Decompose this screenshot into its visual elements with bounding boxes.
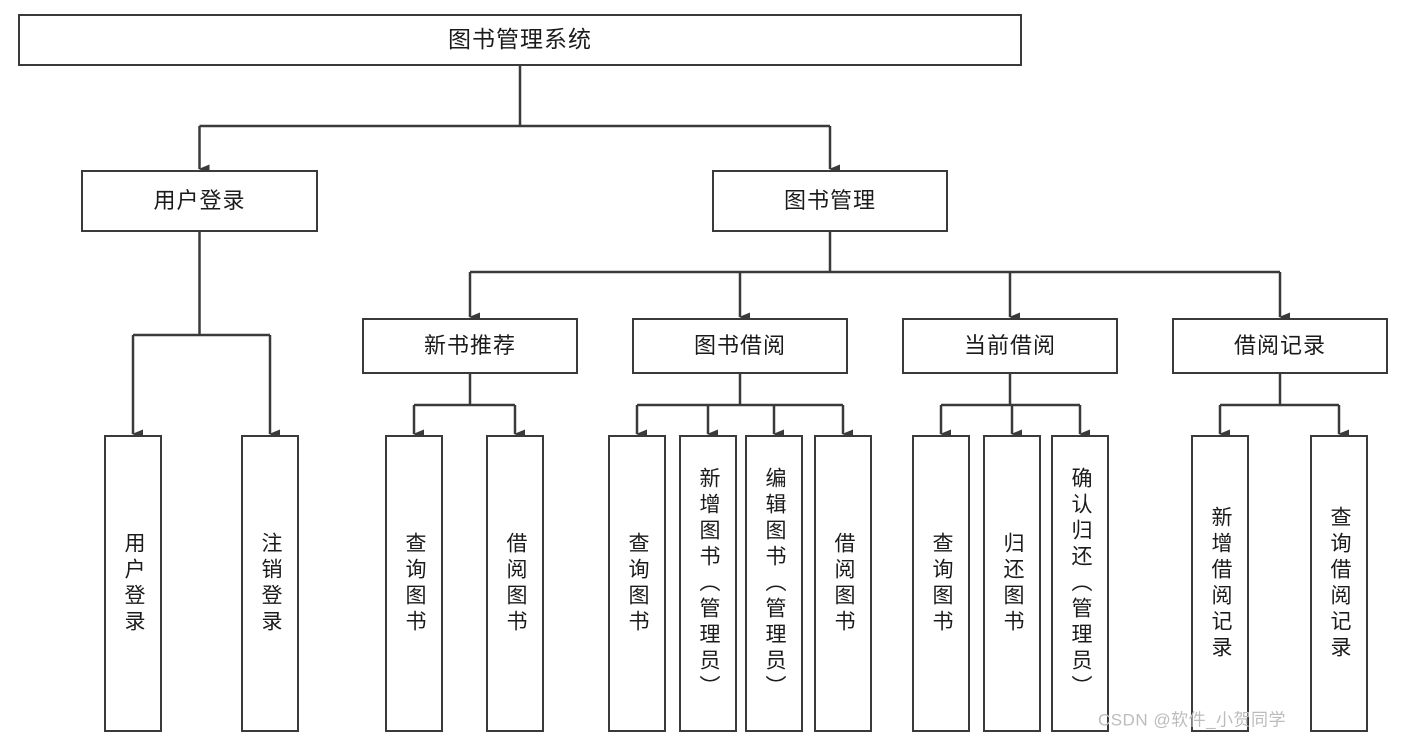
leaf-node-2[interactable]: 查询图书 bbox=[385, 435, 443, 732]
level3-node-1-label: 图书借阅 bbox=[693, 332, 786, 358]
leaf-node-4-label: 查询图书 bbox=[626, 531, 650, 636]
leaf-node-1[interactable]: 注销登录 bbox=[241, 435, 299, 732]
leaf-node-2-label: 查询图书 bbox=[403, 531, 427, 636]
level2-node-1[interactable]: 图书管理 bbox=[712, 170, 948, 232]
leaf-node-3[interactable]: 借阅图书 bbox=[486, 435, 544, 732]
level3-node-1[interactable]: 图书借阅 bbox=[632, 318, 848, 374]
level3-node-2[interactable]: 当前借阅 bbox=[902, 318, 1118, 374]
root-node-book-management-system[interactable]: 图书管理系统 bbox=[18, 14, 1022, 66]
level3-node-2-label: 当前借阅 bbox=[963, 332, 1056, 358]
level3-node-0-label: 新书推荐 bbox=[423, 332, 516, 358]
level2-node-1-label: 图书管理 bbox=[783, 187, 876, 213]
root-node-book-management-system-label: 图书管理系统 bbox=[448, 26, 592, 53]
leaf-node-3-label: 借阅图书 bbox=[504, 531, 528, 636]
level3-node-3-label: 借阅记录 bbox=[1233, 332, 1326, 358]
leaf-node-12-label: 查询借阅记录 bbox=[1328, 505, 1352, 662]
leaf-node-1-label: 注销登录 bbox=[259, 531, 283, 636]
csdn-watermark: CSDN @软件_小贺同学 bbox=[1097, 710, 1287, 730]
level3-node-0[interactable]: 新书推荐 bbox=[362, 318, 578, 374]
leaf-node-5[interactable]: 新增图书（管理员） bbox=[679, 435, 737, 732]
leaf-node-0[interactable]: 用户登录 bbox=[104, 435, 162, 732]
leaf-node-7[interactable]: 借阅图书 bbox=[814, 435, 872, 732]
level3-node-3[interactable]: 借阅记录 bbox=[1172, 318, 1388, 374]
leaf-node-0-label: 用户登录 bbox=[122, 531, 146, 636]
leaf-node-12[interactable]: 查询借阅记录 bbox=[1310, 435, 1368, 732]
leaf-node-8[interactable]: 查询图书 bbox=[912, 435, 970, 732]
leaf-node-11[interactable]: 新增借阅记录 bbox=[1191, 435, 1249, 732]
leaf-node-8-label: 查询图书 bbox=[930, 531, 954, 636]
level2-node-0-label: 用户登录 bbox=[153, 187, 246, 213]
leaf-node-10[interactable]: 确认归还（管理员） bbox=[1051, 435, 1109, 732]
leaf-node-9[interactable]: 归还图书 bbox=[983, 435, 1041, 732]
leaf-node-4[interactable]: 查询图书 bbox=[608, 435, 666, 732]
leaf-node-11-label: 新增借阅记录 bbox=[1209, 505, 1233, 662]
leaf-node-10-label: 确认归还（管理员） bbox=[1069, 466, 1093, 701]
leaf-node-7-label: 借阅图书 bbox=[832, 531, 856, 636]
leaf-node-5-label: 新增图书（管理员） bbox=[697, 466, 721, 701]
level2-node-0[interactable]: 用户登录 bbox=[81, 170, 318, 232]
leaf-node-6[interactable]: 编辑图书（管理员） bbox=[745, 435, 803, 732]
leaf-node-6-label: 编辑图书（管理员） bbox=[763, 466, 787, 701]
leaf-node-9-label: 归还图书 bbox=[1001, 531, 1025, 636]
